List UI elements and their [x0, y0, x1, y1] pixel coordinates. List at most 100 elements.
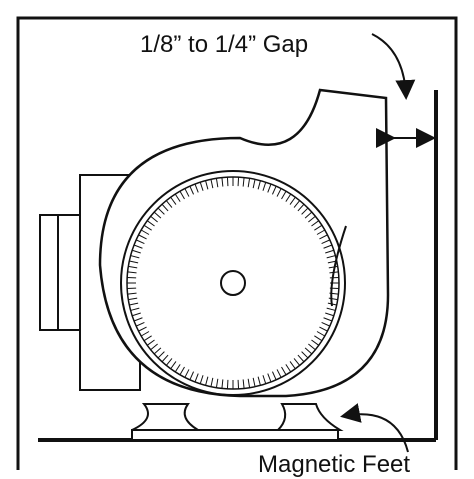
wheel-blade: [319, 234, 328, 240]
wheel-blade: [304, 347, 313, 355]
wheel-blade: [262, 375, 267, 384]
wheel-blade: [184, 188, 190, 197]
magnetic-feet-base: [131, 429, 339, 441]
wheel-blade: [271, 185, 277, 195]
wheel-blade: [328, 297, 338, 301]
wheel-blade: [242, 177, 245, 187]
blower-housing: [98, 88, 390, 398]
wheel-blade: [194, 183, 199, 193]
wheel-blade: [293, 200, 301, 208]
wheel-blade: [327, 260, 337, 264]
wheel-blade: [308, 343, 316, 351]
wheel-blade: [314, 335, 323, 342]
wheel-blade: [285, 364, 292, 373]
wheel-blade: [321, 239, 331, 245]
wheel-blade: [289, 361, 296, 370]
wheel-outer-ring: [120, 170, 346, 396]
wheel-blade: [215, 378, 219, 388]
wheel-blade: [143, 335, 152, 342]
wheel-blade: [311, 220, 320, 227]
wheel-blade: [150, 215, 158, 223]
wheel-blade: [281, 366, 287, 376]
wheel-blade: [130, 307, 140, 311]
wheel-blade: [153, 347, 162, 355]
wheel-blade: [132, 312, 141, 317]
wheel-blade: [129, 302, 139, 306]
wheel-blade: [165, 358, 173, 366]
wheel-blade: [267, 183, 272, 193]
wheel-blade: [304, 211, 313, 219]
wheel-blade: [221, 177, 224, 187]
scroll-contour: [330, 225, 347, 307]
wheel-blade: [150, 343, 158, 351]
wheel-blade: [146, 220, 155, 227]
diagram-frame: [16, 16, 458, 470]
wheel-blade: [127, 292, 137, 295]
wheel-blade: [165, 200, 173, 208]
wheel-blade: [285, 193, 292, 202]
wheel-blade: [170, 361, 177, 370]
wheel-blade: [215, 178, 219, 188]
wheel-blade: [311, 339, 320, 346]
wheel-blade: [143, 224, 152, 231]
wheel-blade: [221, 379, 224, 389]
wheel-blade: [128, 265, 138, 269]
wheel-blade: [327, 302, 337, 306]
wheel-blade: [132, 249, 141, 254]
wheel-blade: [316, 229, 326, 235]
wheel-blade: [242, 379, 245, 389]
feet-label: Magnetic Feet: [258, 451, 410, 478]
wheel-blade: [252, 179, 256, 189]
wheel-blade: [205, 180, 209, 190]
wheel-blade: [210, 377, 214, 387]
wheel-blade: [252, 377, 256, 387]
wheel-blade: [189, 185, 195, 195]
gap-label: 1/8” to 1/4” Gap: [140, 31, 308, 58]
wheel-blade: [138, 326, 147, 332]
wheel-blade: [130, 255, 140, 259]
motor-cap: [39, 214, 81, 331]
wheel-blade: [326, 255, 336, 259]
wheel-blade: [153, 211, 162, 219]
left-foot: [131, 403, 202, 431]
wheel-blade: [281, 190, 287, 200]
wheel-blade: [262, 182, 267, 191]
wheel-blade: [146, 339, 155, 346]
wheel-blade: [184, 369, 190, 378]
wheel-blade: [319, 326, 328, 332]
wheel-blade: [129, 260, 139, 264]
wheel-blade: [293, 358, 301, 366]
wheel-blade: [170, 196, 177, 205]
wheel-blade: [179, 366, 185, 376]
wheel-blade: [323, 244, 333, 249]
wheel-blade: [323, 317, 333, 322]
wheel-blade: [128, 297, 138, 301]
wheel-blade: [325, 312, 334, 317]
wheel-blade: [329, 292, 339, 295]
wheel-blade: [316, 331, 326, 337]
wheel-blade: [174, 193, 181, 202]
wheel-blade: [257, 376, 261, 386]
wheel-blade: [194, 373, 199, 383]
wheel-blade: [325, 249, 334, 254]
feet-callout-arrow: [340, 403, 409, 453]
wheel-blade: [326, 307, 336, 311]
wheel-blade: [157, 207, 165, 215]
wheel-blade: [127, 271, 137, 274]
gap-callout-arrow: [371, 33, 416, 100]
wheel-blade: [199, 375, 204, 384]
wheel-blade: [135, 239, 145, 245]
wheel-blade: [321, 321, 331, 327]
wheel-blade: [140, 229, 150, 235]
wheel-blade: [329, 271, 339, 274]
wheel-blade: [297, 354, 305, 363]
wheel-blades: [127, 177, 339, 389]
wheel-blade: [314, 224, 323, 231]
right-foot: [275, 403, 344, 431]
wheel-blade: [161, 354, 169, 363]
wheel-blade: [210, 179, 214, 189]
wheel-blade: [133, 244, 143, 249]
wheel-blade: [157, 351, 165, 359]
